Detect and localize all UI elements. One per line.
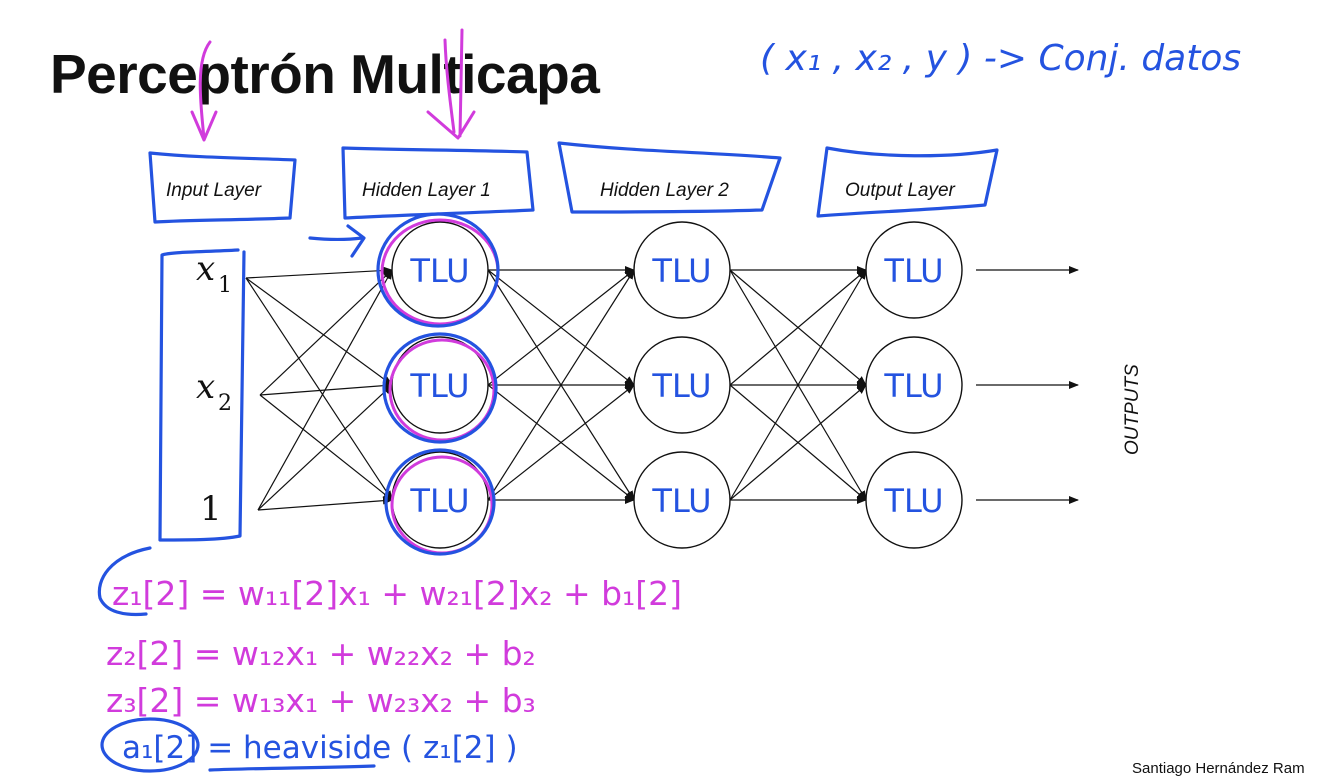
arrow-to-input-layer	[190, 40, 218, 142]
hidden-layer-2-box	[557, 141, 782, 214]
neuron-label: TLU	[409, 367, 469, 405]
neuron-label: TLU	[883, 367, 943, 405]
connection-input-1-to-h1-1	[245, 266, 393, 279]
input-bias: 1	[200, 489, 222, 529]
author-credit: Santiago Hernández Ram	[1132, 760, 1305, 777]
neuron-scribble-3-blue	[384, 448, 496, 556]
neuron-layer2-3: TLU	[633, 451, 731, 549]
neuron-scribble-2-magenta	[388, 338, 496, 442]
layer-label-hidden-1: Hidden Layer 1	[362, 180, 491, 201]
input-label-x2-base: x	[196, 367, 215, 407]
neuron-label: TLU	[883, 252, 943, 290]
input-x2: x 2	[196, 367, 232, 416]
input-label-x2-sub: 2	[218, 391, 232, 416]
neuron-circle	[865, 336, 963, 434]
connection-input-1-to-h1-2	[245, 277, 393, 386]
layer-label-input: Input Layer	[166, 180, 262, 201]
input-layer-box	[148, 151, 297, 224]
input-label-x1-base: x	[196, 249, 215, 289]
input-label-bias: 1	[200, 489, 222, 529]
connection-input-2-to-h1-1	[259, 269, 393, 396]
connection-l1-3-to-l2-2	[487, 384, 635, 501]
input-label-x1-sub: 1	[218, 273, 232, 298]
neuron-label: TLU	[651, 482, 711, 520]
neuron-layer1-1: TLU	[391, 221, 489, 319]
equation-4: a₁[2] = heaviside ( z₁[2] )	[122, 730, 518, 766]
neuron-circle	[865, 221, 963, 319]
equation-1: z₁[2] = w₁₁[2]x₁ + w₂₁[2]x₂ + b₁[2]	[112, 574, 682, 613]
neuron-label: TLU	[651, 367, 711, 405]
equation-3: z₃[2] = w₁₃x₁ + w₂₃x₂ + b₃	[106, 681, 536, 720]
neuron-label: TLU	[651, 252, 711, 290]
neuron-circle	[391, 336, 489, 434]
neuron-circle	[391, 221, 489, 319]
neuron-layer3-2: TLU	[865, 336, 963, 434]
neuron-label: TLU	[409, 482, 469, 520]
connection-input-1-to-h1-3	[245, 277, 393, 501]
layer-label-output: Output Layer	[845, 180, 956, 201]
neuron-layer2-1: TLU	[633, 221, 731, 319]
neuron-label: TLU	[409, 252, 469, 290]
z1-circle	[97, 546, 152, 617]
connection-l2-3-to-l3-2	[729, 384, 867, 501]
connection-l2-3-to-l3-1	[729, 269, 867, 501]
connection-l1-2-to-l2-1	[487, 269, 635, 386]
neuron-circle	[633, 221, 731, 319]
equation-2: z₂[2] = w₁₂x₁ + w₂₂x₂ + b₂	[106, 634, 536, 673]
slide-title: Perceptrón Multicapa	[50, 43, 600, 105]
neuron-layer1-3: TLU	[391, 451, 489, 549]
neuron-scribble-1-blue	[376, 212, 500, 328]
hidden-1-annotations	[376, 212, 500, 556]
connection-input-3-to-h1-2	[257, 384, 393, 511]
output-layer-box	[816, 146, 999, 218]
neuron-layer3-3: TLU	[865, 451, 963, 549]
neuron-scribble-2-blue	[382, 332, 498, 444]
neuron-circle	[633, 336, 731, 434]
connection-input-3-to-h1-3	[257, 496, 393, 511]
neuron-layer2-2: TLU	[633, 336, 731, 434]
heaviside-underline	[208, 764, 376, 772]
a1-circle	[100, 717, 200, 773]
connection-l1-3-to-l2-1	[487, 269, 635, 501]
arrow-to-first-neuron	[308, 224, 366, 258]
connections	[245, 266, 1079, 511]
connection-l2-2-to-l3-1	[729, 269, 867, 386]
connection-input-2-to-h1-2	[259, 381, 393, 396]
connection-input-3-to-h1-1	[257, 269, 393, 511]
input-bracket	[158, 248, 246, 542]
layer-label-hidden-2: Hidden Layer 2	[600, 180, 729, 201]
arrow-to-hidden-layer	[426, 28, 476, 140]
neurons: TLU TLU TLU TLU TLU TLU TLU TLU TLU	[391, 221, 963, 549]
outputs-label: OUTPUTS	[1122, 364, 1143, 455]
neuron-layer1-2: TLU	[391, 336, 489, 434]
neuron-label: TLU	[883, 482, 943, 520]
neuron-circle	[633, 451, 731, 549]
hidden-layer-1-box	[341, 146, 535, 220]
neuron-circle	[865, 451, 963, 549]
connection-input-2-to-h1-3	[259, 394, 393, 501]
input-x1: x 1	[196, 249, 232, 298]
neuron-layer3-1: TLU	[865, 221, 963, 319]
dataset-annotation: ( x₁ , x₂ , y ) -> Conj. datos	[760, 38, 1241, 79]
